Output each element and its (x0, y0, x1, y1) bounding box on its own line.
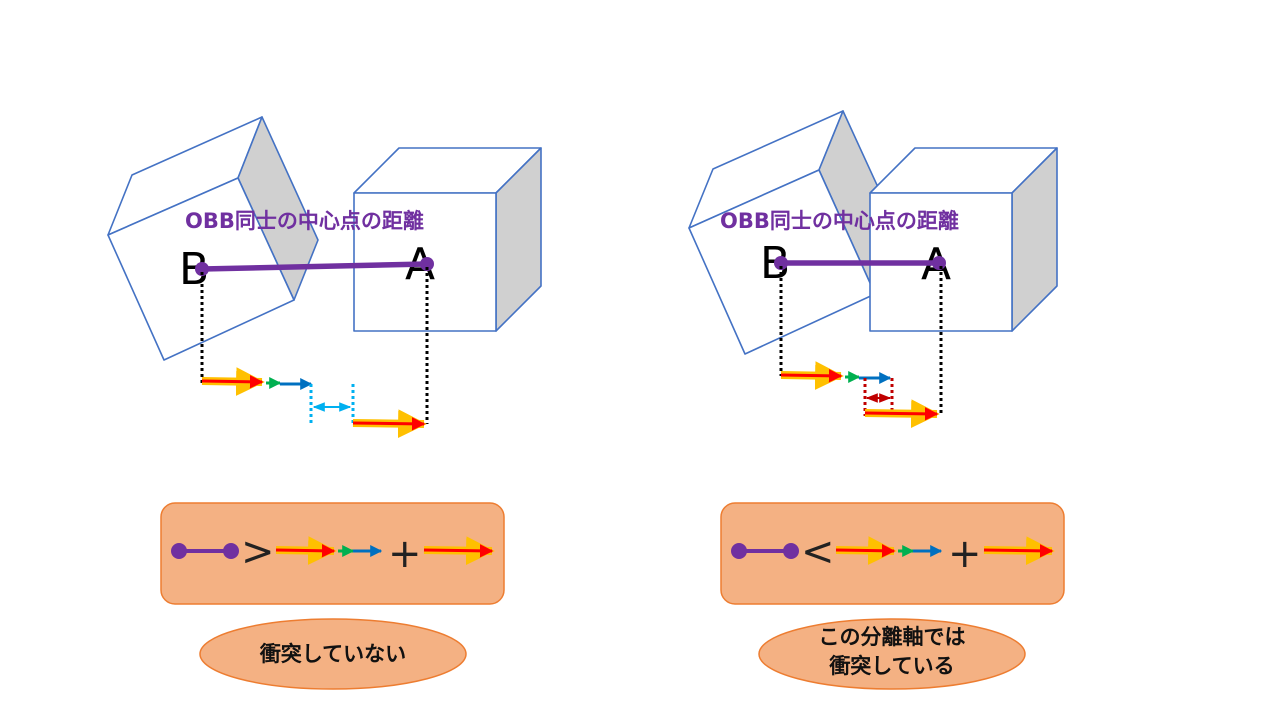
right-a-red-arrow (864, 407, 939, 421)
right-formula-a-red-arrow (983, 544, 1054, 558)
right-overlap-region (863, 378, 894, 416)
left-formula-plus: + (388, 531, 422, 577)
left-obb-a-cube (353, 147, 542, 332)
right-formula-less-than: < (801, 529, 835, 575)
right-obb-a-cube (869, 147, 1058, 332)
left-center-b-dot (195, 262, 209, 276)
left-center-a-dot (420, 257, 434, 271)
left-result-badge: 衝突していない (199, 618, 467, 690)
left-formula-box: > + (160, 502, 505, 605)
left-formula-a-red-arrow (423, 544, 494, 558)
right-formula-dot-end (783, 543, 799, 559)
right-panel: OBB同士の中心点の距離 B A (688, 110, 1065, 690)
right-formula-b-red-arrow (835, 544, 896, 558)
left-panel: OBB同士の中心点の距離 B A (107, 116, 542, 690)
left-obb-b-projection-arrows (201, 367, 313, 396)
right-obb-b-cube (688, 110, 900, 355)
right-center-b-dot (774, 256, 788, 270)
left-formula-b-red-arrow (275, 544, 336, 558)
right-obb-a-projection-arrow (864, 399, 940, 429)
right-result-ellipse (758, 618, 1026, 690)
right-obb-b-projection-arrows (780, 361, 892, 390)
left-formula-greater-than: > (241, 529, 275, 575)
right-center-a-dot (932, 256, 946, 270)
left-a-red-arrow (352, 417, 426, 431)
right-formula-plus: + (948, 531, 982, 577)
right-result-text-line2: 衝突している (828, 654, 954, 678)
left-b-red-arrow (201, 375, 264, 389)
left-obb-b-cube (107, 116, 319, 361)
left-formula-dot-start (171, 543, 187, 559)
right-b-red-arrow (780, 369, 843, 383)
left-result-ellipse (199, 618, 467, 690)
left-separation-gap (309, 384, 355, 426)
left-formula-dot-end (223, 543, 239, 559)
right-result-text-line1: この分離軸では (819, 625, 966, 649)
right-title: OBB同士の中心点の距離 (720, 209, 959, 233)
left-center-distance-line (199, 261, 430, 272)
right-result-badge: この分離軸では 衝突している (758, 618, 1026, 690)
left-obb-a-projection-arrow (352, 409, 427, 439)
left-result-text: 衝突していない (259, 642, 406, 666)
left-title: OBB同士の中心点の距離 (185, 209, 424, 233)
right-formula-box: < + (720, 502, 1065, 605)
right-formula-dot-start (731, 543, 747, 559)
